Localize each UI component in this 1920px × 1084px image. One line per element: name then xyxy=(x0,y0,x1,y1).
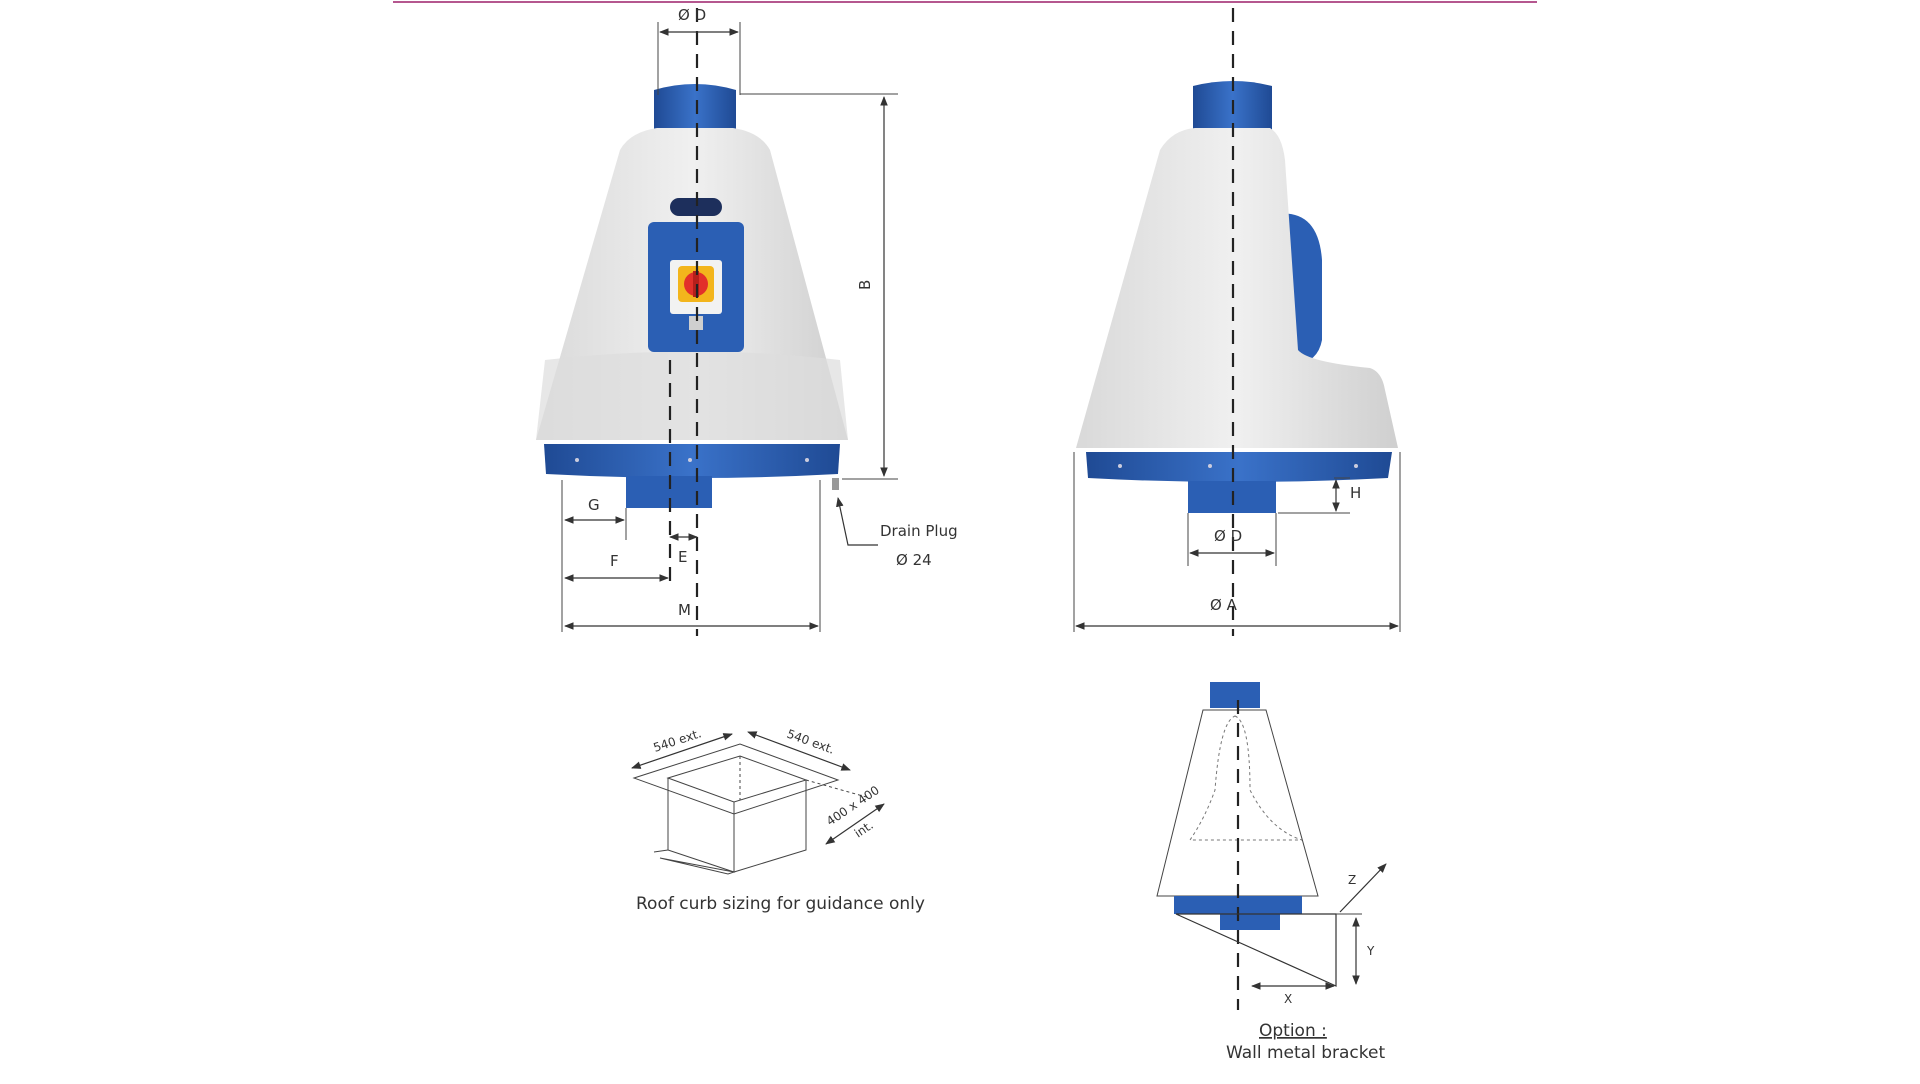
side-rivet xyxy=(1208,464,1212,468)
front-b-label: B xyxy=(856,280,874,290)
bracket-z-label: Z xyxy=(1348,873,1356,887)
roof-curb-opening xyxy=(666,755,808,803)
front-outlet-collar xyxy=(654,84,736,130)
side-d-label: Ø D xyxy=(1214,527,1242,545)
side-rivet xyxy=(1118,464,1122,468)
bracket-motor-outline xyxy=(1189,715,1303,841)
front-g-label: G xyxy=(588,496,600,514)
front-rivet xyxy=(805,458,809,462)
front-handle-slot xyxy=(670,198,722,216)
roof-curb-a-label: 540 ext. xyxy=(652,726,703,755)
bracket-caption-text: Wall metal bracket xyxy=(1226,1043,1385,1063)
front-e-label: E xyxy=(678,548,687,566)
side-rivet xyxy=(1354,464,1358,468)
drain-plug-size: Ø 24 xyxy=(896,551,932,569)
bracket-outlet-collar xyxy=(1210,682,1260,708)
roof-curb-body xyxy=(667,778,807,873)
front-rivet xyxy=(575,458,579,462)
bracket-fan-cone xyxy=(1156,709,1319,897)
roof-curb-a-dim xyxy=(631,733,733,769)
front-cable-gland xyxy=(689,316,703,330)
front-view: Ø D B G E F M Drain Plug Ø 24 xyxy=(536,6,958,636)
roof-curb-inner-label: 400 x 400 xyxy=(824,783,882,828)
front-f-label: F xyxy=(610,552,619,570)
roof-curb-inner-dim xyxy=(825,803,885,845)
front-shell-ring xyxy=(536,351,848,440)
bracket-caption-title: Option : xyxy=(1259,1021,1327,1041)
bracket-z-dim xyxy=(1339,863,1387,913)
side-base-band xyxy=(1086,452,1392,482)
side-view: H Ø D Ø A xyxy=(1073,8,1401,636)
front-rivet xyxy=(688,458,692,462)
side-h-label: H xyxy=(1350,484,1361,502)
drain-plug-label: Drain Plug xyxy=(880,522,958,540)
bracket-x-label: X xyxy=(1284,992,1292,1006)
side-cone-shell xyxy=(1076,128,1398,448)
roof-curb-b-label: 540 ext. xyxy=(785,727,836,757)
roof-curb-base-flange xyxy=(653,849,736,875)
side-a-label: Ø A xyxy=(1210,596,1238,614)
wall-bracket-sketch: Z Y X Option : Wall metal bracket xyxy=(1156,682,1387,1063)
bracket-inlet-spigot xyxy=(1220,914,1280,930)
roof-curb-sketch: 540 ext. 540 ext. 400 x 400 int. Roof cu… xyxy=(631,726,925,914)
front-m-label: M xyxy=(678,601,691,619)
roof-curb-caption: Roof curb sizing for guidance only xyxy=(636,894,925,914)
roof-curb-inner-note: int. xyxy=(852,818,876,840)
bracket-frame xyxy=(1175,913,1337,987)
front-d-label: Ø D xyxy=(678,6,706,24)
bracket-base-band xyxy=(1174,896,1302,914)
drain-plug-leader xyxy=(836,497,878,546)
front-base-band xyxy=(544,444,840,478)
drain-plug-stub xyxy=(832,478,839,490)
bracket-y-label: Y xyxy=(1366,944,1375,958)
roof-curb-b-dim xyxy=(747,731,851,771)
roof-curb-inner-ext xyxy=(805,779,871,799)
